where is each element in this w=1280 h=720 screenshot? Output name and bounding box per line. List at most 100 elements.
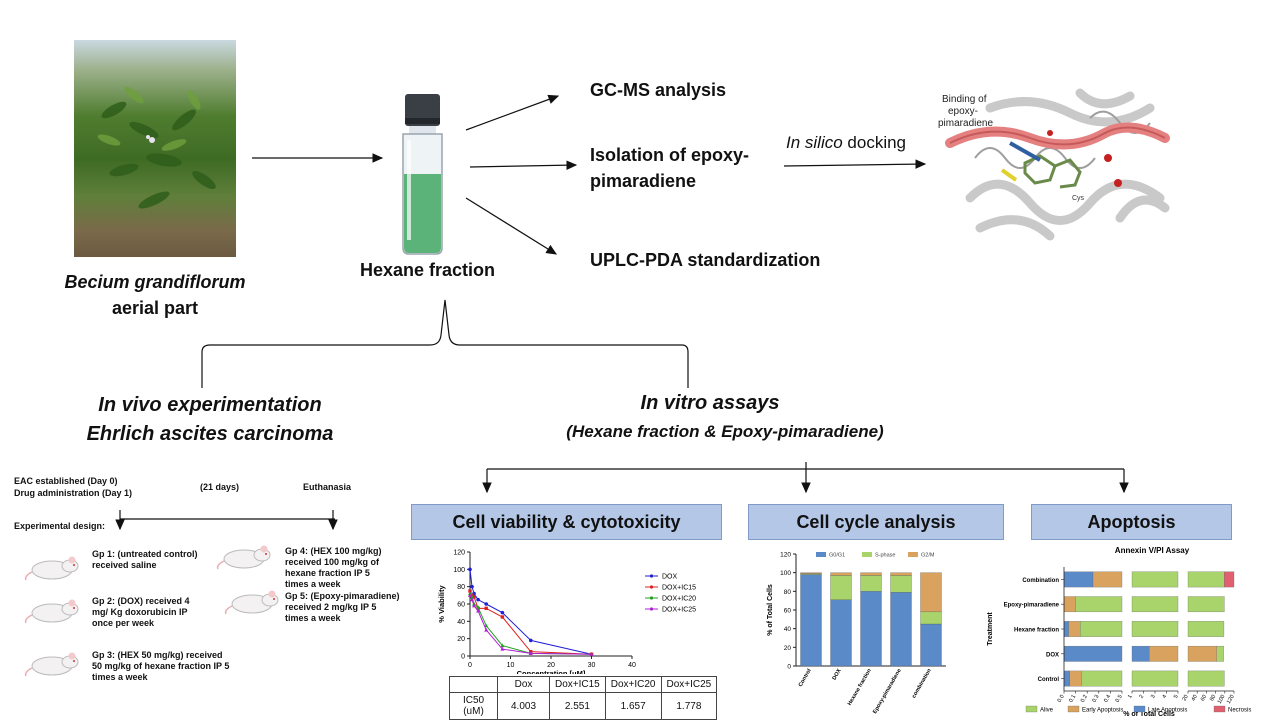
stacked-bar-segment xyxy=(860,572,882,576)
data-point xyxy=(472,595,476,599)
data-point xyxy=(470,597,475,602)
in-vivo-title: In vivo experimentation xyxy=(98,394,322,416)
data-point xyxy=(468,589,472,593)
stacked-bar-segment xyxy=(1131,645,1150,662)
stacked-bar-segment xyxy=(800,574,822,667)
ic50-row-label: IC50 (uM) xyxy=(449,692,498,720)
y-tick-label: 20 xyxy=(784,645,792,652)
binding-label-2: epoxy- xyxy=(948,106,978,117)
ic50-value: 1.657 xyxy=(604,692,662,720)
stacked-bar-segment xyxy=(830,599,852,667)
stacked-bar-segment xyxy=(1068,621,1081,637)
binding-label-1: Binding of xyxy=(942,94,987,105)
data-point xyxy=(484,606,488,611)
stacked-bar-segment xyxy=(1131,571,1179,588)
stacked-bar-segment xyxy=(1187,596,1225,613)
legend-label: DOX+IC25 xyxy=(662,607,696,614)
data-point xyxy=(484,602,488,606)
x-tick-label: Epoxy-pimaradiene xyxy=(872,668,903,715)
ic50-value: 2.551 xyxy=(549,692,606,720)
mouse-icon xyxy=(222,586,282,621)
legend-marker xyxy=(649,607,654,611)
design-label: Experimental design: xyxy=(14,521,106,531)
stacked-bar-segment xyxy=(830,572,852,576)
x-tick-label: 0 xyxy=(468,662,472,669)
stacked-bar-segment xyxy=(1224,571,1235,588)
x-tick-label: 60 xyxy=(1200,694,1208,702)
ic50-header-cell xyxy=(449,676,498,693)
stacked-bar-segment xyxy=(830,575,852,600)
x-tick-label: combination xyxy=(911,667,933,699)
legend-label: Necrosis xyxy=(1228,708,1251,714)
stacked-bar-segment xyxy=(890,592,912,667)
data-point xyxy=(528,651,533,655)
y-axis-label: % of Total Cells xyxy=(767,584,774,636)
binding-label-3: pimaradiene xyxy=(938,118,993,129)
plant-part: aerial part xyxy=(111,298,199,318)
x-tick-label: Hexane fraction xyxy=(847,667,873,706)
ic50-value: 4.003 xyxy=(497,692,550,720)
mouse-icon xyxy=(22,595,82,630)
x-tick-label: 2 xyxy=(1139,694,1146,700)
stacked-bar-segment xyxy=(860,575,882,592)
legend-label: Early Apoptosis xyxy=(1082,708,1123,714)
group-5-text: Gp 5: (Epoxy-pimaradiene) received 2 mg/… xyxy=(285,591,400,623)
x-tick-label: 0.2 xyxy=(1080,694,1089,704)
data-point xyxy=(484,627,489,632)
in-vitro-title: In vitro assays xyxy=(640,392,780,414)
stacked-bar-segment xyxy=(1063,645,1123,662)
stacked-bar-segment xyxy=(1092,571,1123,588)
y-tick-label: Epoxy-pimaradiene xyxy=(1004,603,1060,609)
residue-label: Cys xyxy=(1072,195,1085,202)
ic50-table: Dox Dox+IC15 Dox+IC20 Dox+IC25 IC50 (uM)… xyxy=(449,676,718,720)
x-tick-label: 100 xyxy=(1217,694,1227,705)
timeline-start-1: EAC established (Day 0) xyxy=(14,476,118,486)
ic50-header-cell: Dox+IC20 xyxy=(604,676,662,693)
x-tick-label: 20 xyxy=(1181,694,1189,702)
stacked-bar-segment xyxy=(1081,670,1123,687)
legend-swatch xyxy=(1025,705,1038,713)
group-4-text: Gp 4: (HEX 100 mg/kg) received 100 mg/kg… xyxy=(285,546,382,589)
stacked-bar-segment xyxy=(1063,571,1094,588)
x-axis-label: Concentration [μM] xyxy=(517,669,586,674)
stacked-bar-segment xyxy=(1187,670,1225,687)
hexane-fraction-label: Hexane fraction xyxy=(359,260,496,280)
data-point xyxy=(470,584,474,589)
data-point xyxy=(500,643,505,648)
group-2-text: Gp 2: (DOX) received 4 mg/ Kg doxorubici… xyxy=(92,596,190,628)
stacked-bar-segment xyxy=(1131,596,1179,613)
data-point xyxy=(468,567,472,572)
stacked-bar-segment xyxy=(1063,596,1076,613)
y-tick-label: 120 xyxy=(780,552,791,559)
x-tick-label: DOX xyxy=(832,668,843,682)
series-line xyxy=(469,593,592,655)
y-tick-label: 100 xyxy=(780,570,791,577)
legend-label: Alive xyxy=(1040,708,1054,714)
stacked-bar-segment xyxy=(860,591,882,667)
data-point xyxy=(476,608,481,613)
x-tick-label: 80 xyxy=(1209,694,1217,702)
data-point xyxy=(476,597,480,602)
ic50-value: 1.778 xyxy=(660,692,718,720)
y-tick-label: 60 xyxy=(457,602,465,609)
isolation-label-1: Isolation of epoxy- xyxy=(590,145,750,165)
legend-label: DOX+IC15 xyxy=(662,585,696,592)
x-tick-label: 0.1 xyxy=(1068,694,1077,704)
x-tick-label: 5 xyxy=(1173,694,1180,700)
data-point xyxy=(589,652,594,656)
mouse-icon xyxy=(214,541,274,576)
mouse-icon xyxy=(22,648,82,683)
gcms-label: GC-MS analysis xyxy=(590,80,727,100)
legend-swatch xyxy=(1067,705,1080,713)
stacked-bar-segment xyxy=(920,623,942,667)
x-tick-label: 120 xyxy=(1226,694,1236,705)
stacked-bar-segment xyxy=(920,611,942,625)
legend-label: DOX+IC20 xyxy=(662,596,696,603)
stacked-bar-segment xyxy=(1063,621,1069,637)
y-tick-label: 20 xyxy=(457,636,465,643)
cell-cycle-header: Cell cycle analysis xyxy=(748,504,1004,540)
apoptosis-header: Apoptosis xyxy=(1031,504,1232,540)
x-tick-label: 0.4 xyxy=(1103,694,1112,704)
